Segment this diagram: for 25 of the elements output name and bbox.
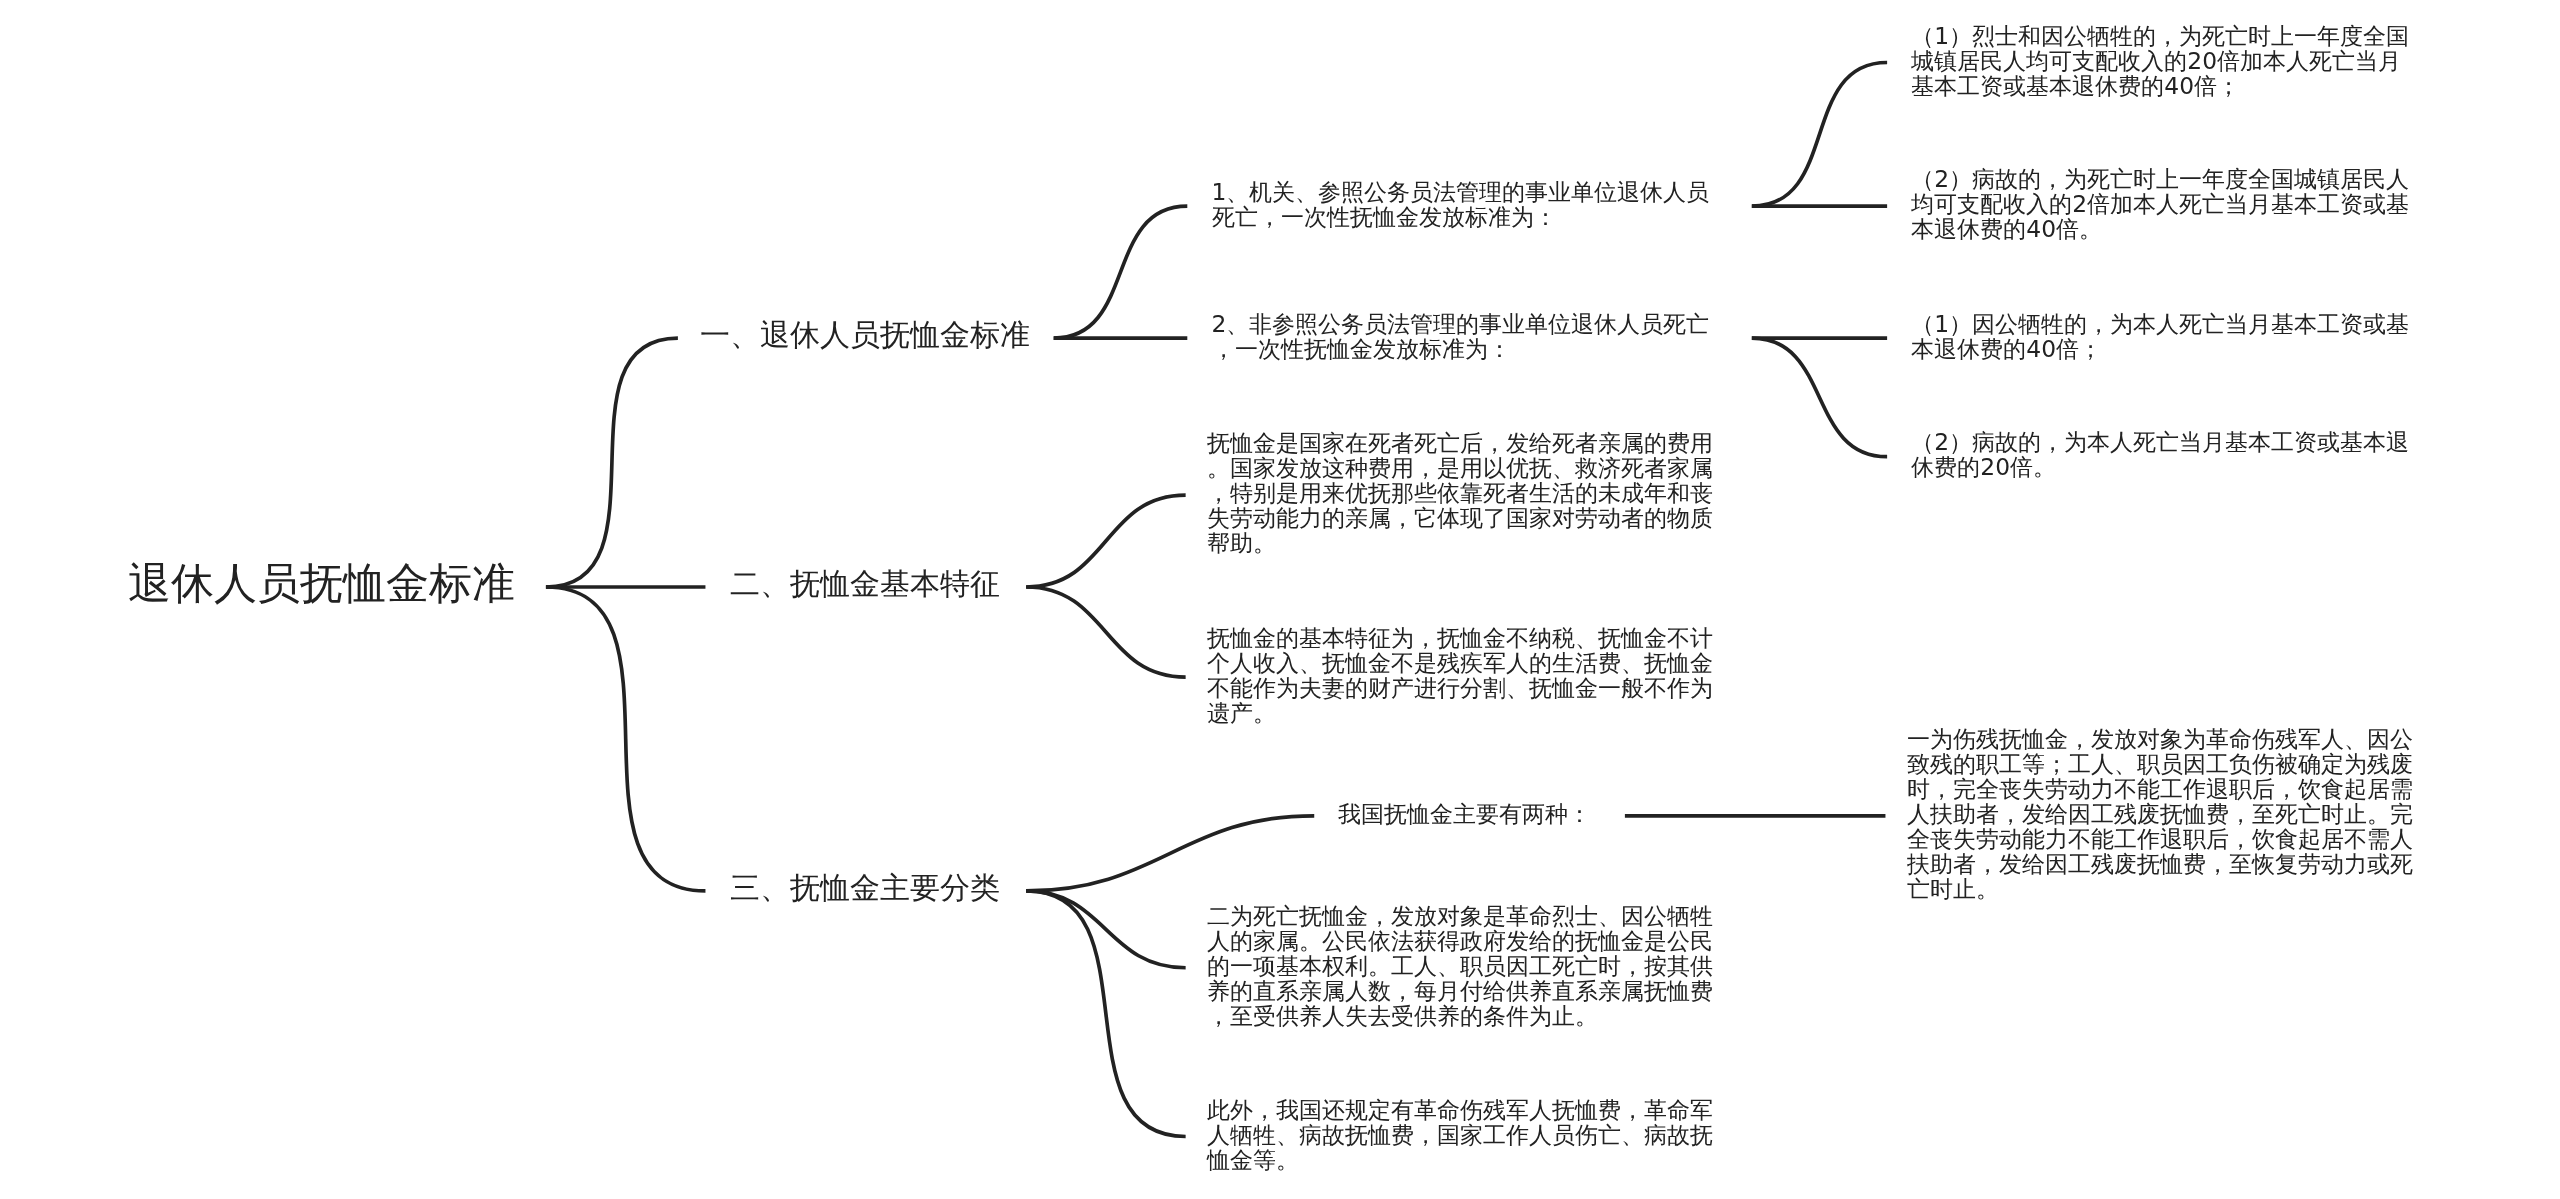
node-text: 二、抚恤金基本特征 [729, 566, 1000, 602]
node-text: （2）病故的，为死亡时上一年度全国城镇居民人均可支配收入的2倍加本人死亡当月基本工资或基本退休费的40倍。 [1911, 165, 2410, 244]
connector [1751, 60, 1888, 208]
node-text: 退休人员抚恤金标准 [128, 557, 516, 608]
node-text: （1）烈士和因公牺牲的，为死亡时上一年度全国城镇居民人均可支配收入的20倍加本人死亡当月基本工资或基本退休费的40倍； [1911, 21, 2410, 100]
connector [1751, 336, 1888, 459]
node-text: 抚恤金是国家在死者死亡后，发给死者亲属的费用。国家发放这种费用，是用以优抚、救济死者家属，特别是用来优抚那些依靠死者生活的未成年和丧失劳动能力的亲属，它体现了国家对劳动者的物质帮助。 [1207, 429, 1714, 558]
node-text: 一、退休人员抚恤金标准 [699, 317, 1030, 353]
node-text: 一为伤残抚恤金，发放对象为革命伤残军人、因公致残的职工等；工人、职员因工负伤被确定为残废时，完全丧失劳动力不能工作退职后，饮食起居需人扶助者，发给因工残废抚恤费，至死亡时止。完全丧失劳动能力不能工作退职后，饮食起居不需人扶助者，发给因工残废抚恤费，至恢复劳动力或死亡时止。 [1907, 724, 2414, 904]
connector [1025, 585, 1186, 679]
node-text: 我国抚恤金主要有两种： [1338, 799, 1592, 828]
node-text: 二为死亡抚恤金，发放对象是革命烈士、因公牺牲人的家属。公民依法获得政府发给的抚恤金是公民的一项基本权利。工人、职员因工死亡时，按其供养的直系亲属人数，每月付给供养直系亲属抚恤费，至受供养人失去受供养的条件为止。 [1207, 901, 1714, 1031]
node-text: 抚恤金的基本特征为，抚恤金不纳税、抚恤金不计个人收入、抚恤金不是残疾军人的生活费、抚恤金不能作为夫妻的财产进行分割、抚恤金一般不作为遗产。 [1207, 623, 1714, 727]
connector [545, 585, 706, 893]
connector [1624, 813, 1886, 818]
connector [1751, 204, 1888, 208]
connector [1025, 889, 1186, 1139]
node-text: （1）因公牺牲的，为本人死亡当月基本工资或基本退休费的40倍； [1911, 309, 2410, 363]
node-text: 1、机关、参照公务员法管理的事业单位退休人员死亡，一次性抚恤金发放标准为： [1211, 177, 1710, 231]
node-text: 三、抚恤金主要分类 [729, 870, 1000, 906]
connector [1053, 204, 1188, 340]
node-text: 2、非参照公务员法管理的事业单位退休人员死亡，一次性抚恤金发放标准为： [1211, 309, 1710, 363]
node-text: （2）病故的，为本人死亡当月基本工资或基本退休费的20倍。 [1911, 428, 2410, 482]
connector [1053, 336, 1188, 340]
node-text: 此外，我国还规定有革命伤残军人抚恤费，革命军人牺牲、病故抚恤费，国家工作人员伤亡、病故抚恤金等。 [1207, 1095, 1714, 1174]
